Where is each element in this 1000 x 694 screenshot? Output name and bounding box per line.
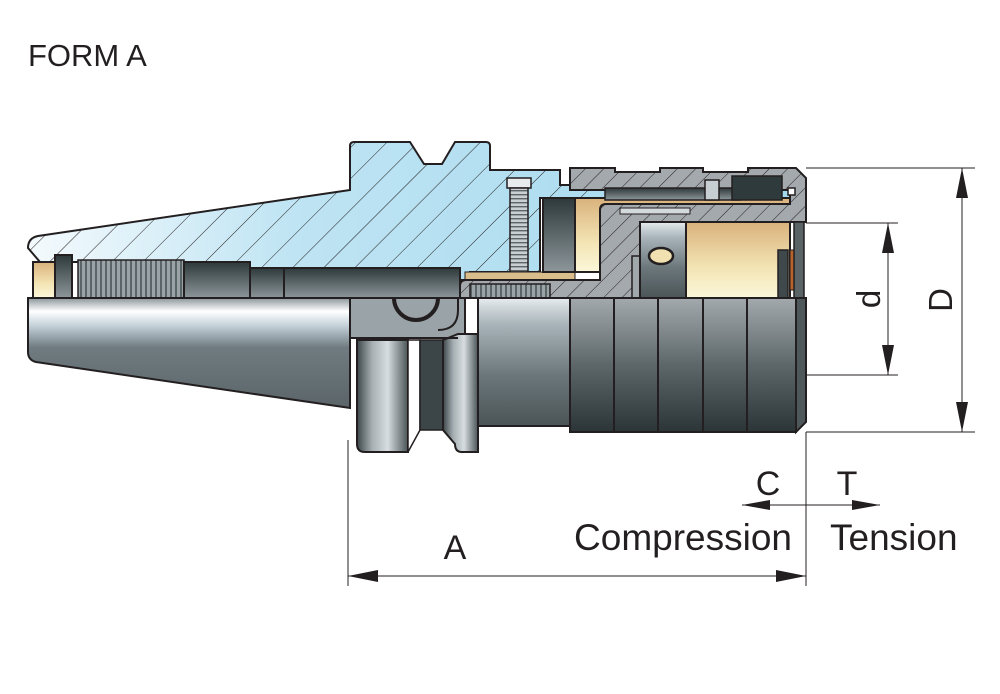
bronze-sleeve xyxy=(574,197,791,273)
drive-pin xyxy=(647,246,675,266)
bronze-bore xyxy=(685,221,791,299)
taper-shank xyxy=(27,297,351,410)
locknut-rings xyxy=(569,297,807,435)
dimension-lines xyxy=(347,167,975,586)
screw-thread xyxy=(509,187,529,273)
screw-head xyxy=(506,177,532,189)
label-compression: Compression xyxy=(574,517,792,558)
flange xyxy=(349,297,479,453)
neck xyxy=(477,297,571,427)
drawing-title: FORM A xyxy=(28,38,147,73)
dim-label-d: d xyxy=(850,290,887,308)
dim-label-C: C xyxy=(756,465,781,503)
dim-label-A: A xyxy=(444,529,467,567)
bronze-ring-left xyxy=(32,261,56,299)
knurled-section xyxy=(77,259,185,299)
pin xyxy=(704,179,720,201)
dim-label-T: T xyxy=(837,465,858,503)
label-tension: Tension xyxy=(830,517,958,558)
dim-label-D: D xyxy=(922,288,959,312)
